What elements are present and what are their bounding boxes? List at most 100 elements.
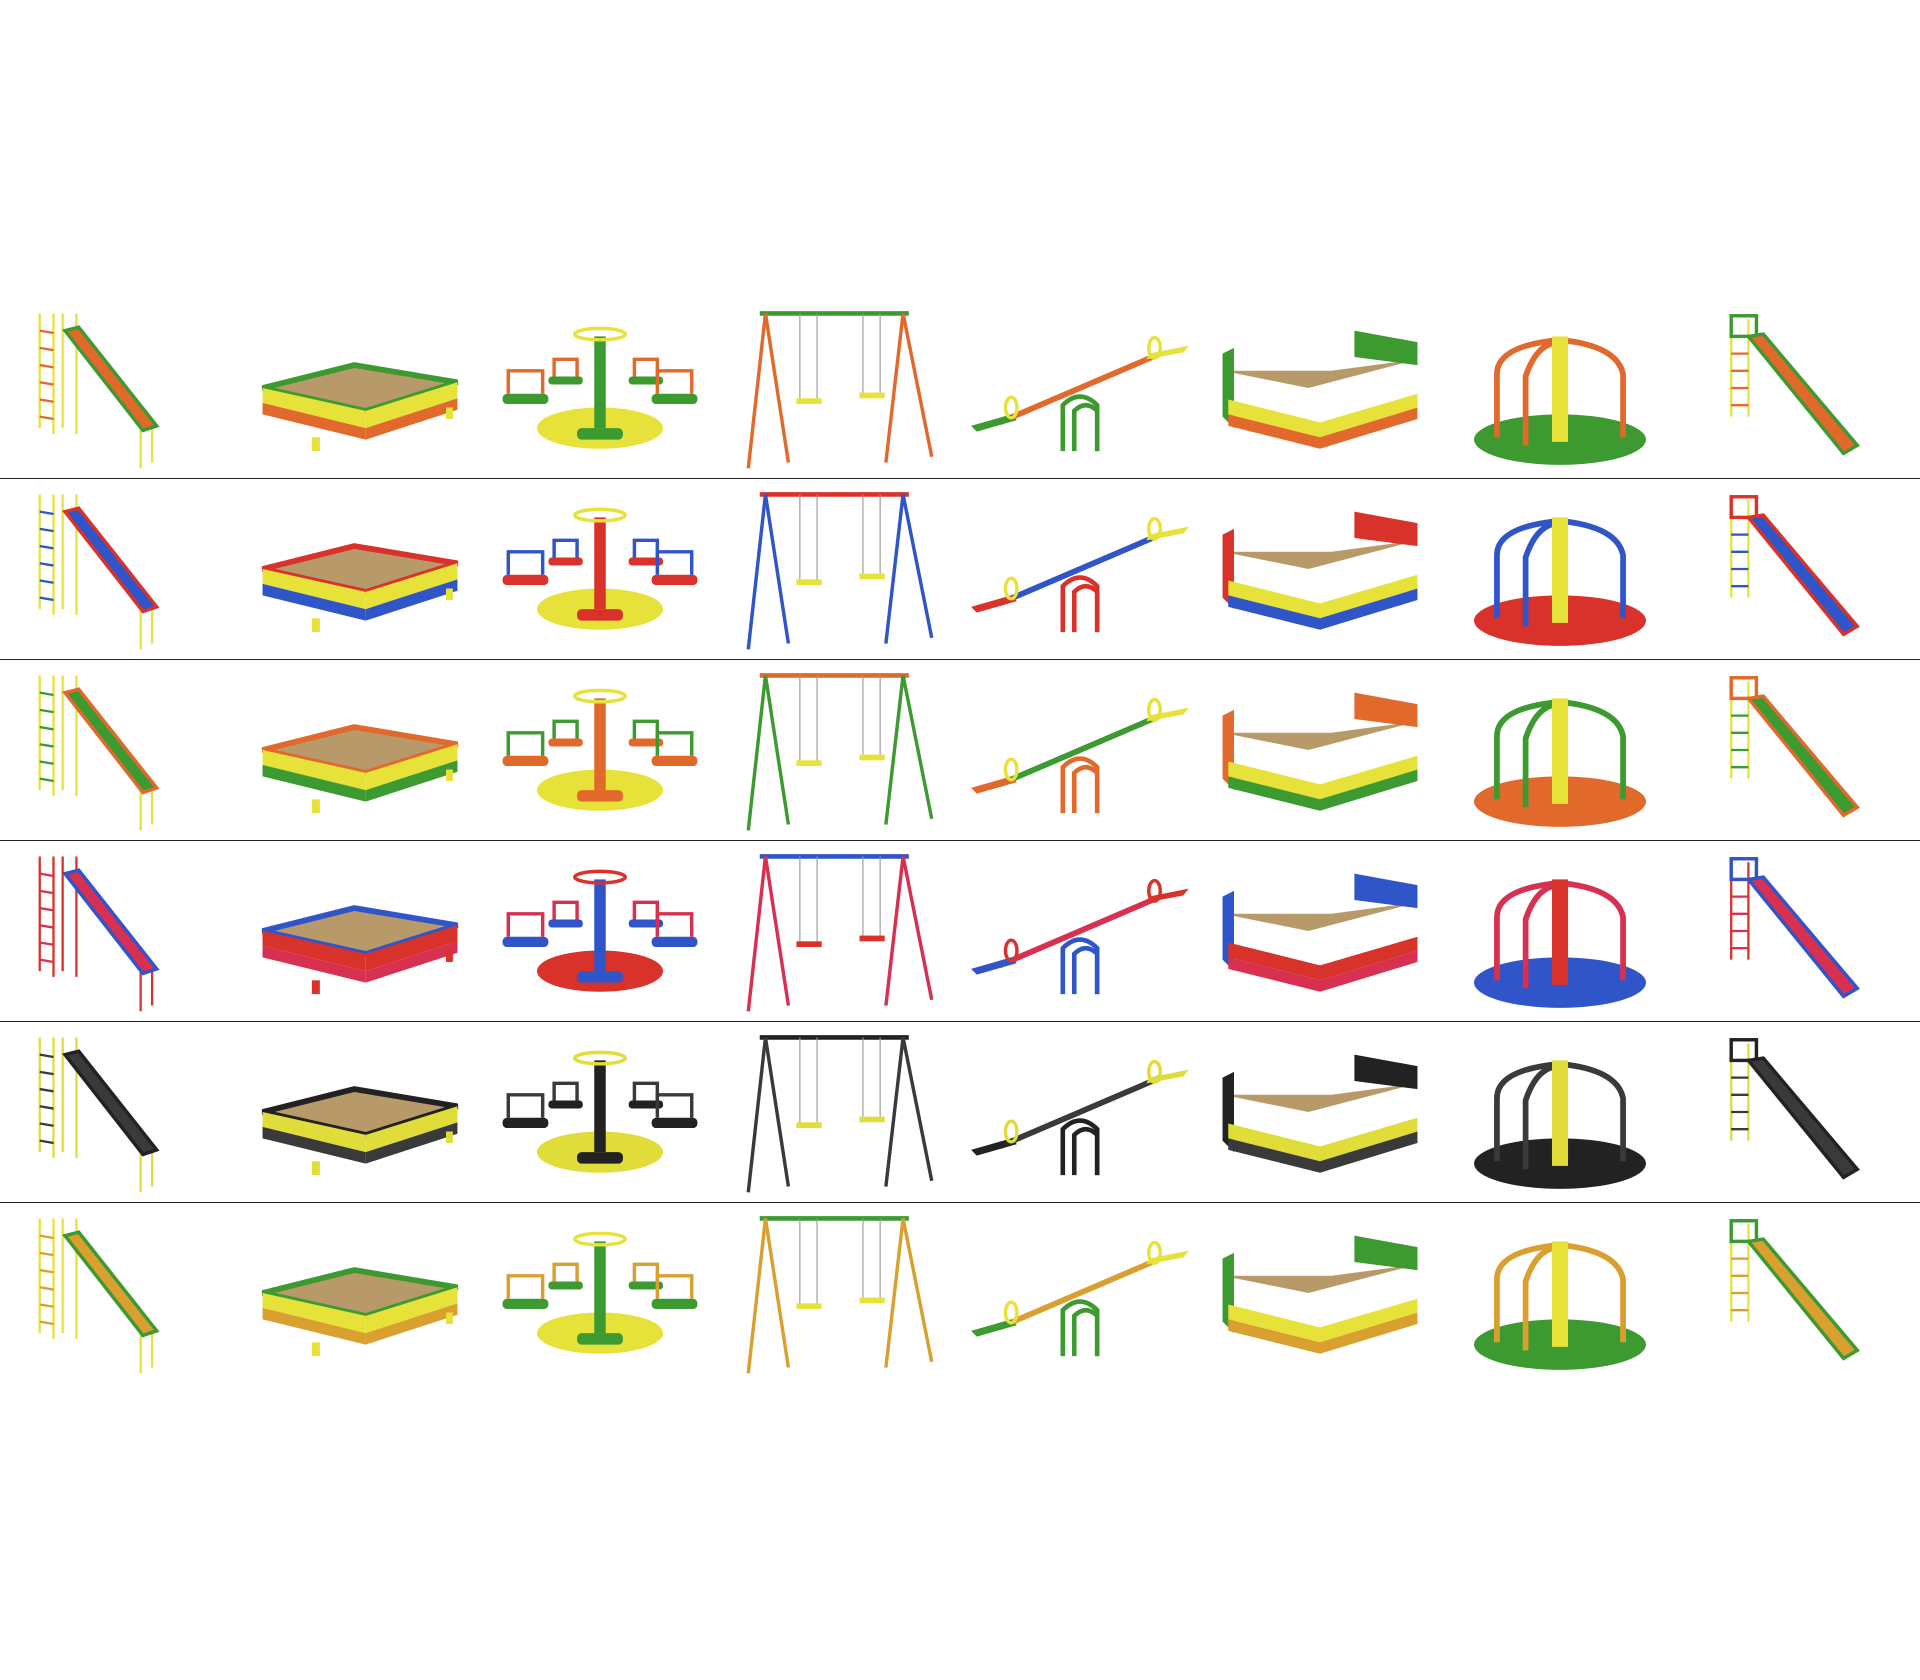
swing-set-image — [720, 1022, 960, 1202]
slide-image — [0, 841, 240, 1021]
sandbox-with-benches-illustration — [1222, 692, 1418, 811]
slide-image — [0, 1203, 240, 1383]
carousel-with-seats-illustration — [502, 869, 698, 992]
equipment-row-blue-red-pink — [0, 840, 1920, 1021]
sandbox-illustration — [261, 724, 459, 814]
swing-set-illustration — [746, 311, 934, 469]
seesaw-illustration — [971, 1059, 1189, 1176]
slide-compact-illustration — [1729, 676, 1860, 818]
slide-compact-image — [1680, 1203, 1920, 1383]
slide-compact-illustration — [1729, 1219, 1860, 1361]
sandbox-with-benches-image — [1200, 479, 1440, 659]
sandbox-image — [240, 660, 480, 840]
merry-go-round-illustration — [1474, 336, 1646, 465]
swing-set-image — [720, 479, 960, 659]
sandbox-with-benches-illustration — [1222, 1235, 1418, 1354]
carousel-with-seats-illustration — [502, 326, 698, 449]
slide-illustration — [38, 494, 160, 650]
merry-go-round-illustration — [1474, 517, 1646, 646]
carousel-with-seats-illustration — [502, 1231, 698, 1354]
slide-compact-image — [1680, 298, 1920, 478]
seesaw-illustration — [971, 697, 1189, 814]
sandbox-with-benches-image — [1200, 1203, 1440, 1383]
slide-compact-image — [1680, 841, 1920, 1021]
slide-illustration — [38, 1037, 160, 1193]
merry-go-round-image — [1440, 479, 1680, 659]
carousel-with-seats-image — [480, 298, 720, 478]
sandbox-with-benches-image — [1200, 841, 1440, 1021]
merry-go-round-illustration — [1474, 879, 1646, 1008]
slide-compact-image — [1680, 1022, 1920, 1202]
sandbox-with-benches-illustration — [1222, 511, 1418, 630]
equipment-row-red-yellow-blue — [0, 478, 1920, 659]
carousel-with-seats-image — [480, 479, 720, 659]
seesaw-image — [960, 479, 1200, 659]
slide-illustration — [38, 675, 160, 831]
slide-illustration — [38, 1218, 160, 1374]
merry-go-round-image — [1440, 298, 1680, 478]
sandbox-image — [240, 1203, 480, 1383]
slide-compact-image — [1680, 660, 1920, 840]
sandbox-with-benches-illustration — [1222, 1054, 1418, 1173]
seesaw-image — [960, 1203, 1200, 1383]
carousel-with-seats-image — [480, 841, 720, 1021]
equipment-row-black-yellow — [0, 1021, 1920, 1202]
slide-image — [0, 660, 240, 840]
merry-go-round-illustration — [1474, 698, 1646, 827]
sandbox-illustration — [261, 362, 459, 452]
sandbox-image — [240, 1022, 480, 1202]
merry-go-round-image — [1440, 660, 1680, 840]
sandbox-image — [240, 298, 480, 478]
swing-set-illustration — [746, 492, 934, 650]
sandbox-with-benches-illustration — [1222, 330, 1418, 449]
slide-compact-image — [1680, 479, 1920, 659]
swing-set-illustration — [746, 673, 934, 831]
sandbox-with-benches-illustration — [1222, 873, 1418, 992]
swing-set-illustration — [746, 1216, 934, 1374]
sandbox-illustration — [261, 1086, 459, 1176]
swing-set-image — [720, 1203, 960, 1383]
seesaw-illustration — [971, 335, 1189, 452]
swing-set-image — [720, 660, 960, 840]
equipment-row-green-yellow-orange — [0, 298, 1920, 478]
slide-image — [0, 298, 240, 478]
slide-illustration — [38, 313, 160, 469]
carousel-with-seats-illustration — [502, 688, 698, 811]
equipment-grid — [0, 298, 1920, 1383]
slide-compact-illustration — [1729, 857, 1860, 999]
swing-set-illustration — [746, 854, 934, 1012]
sandbox-with-benches-image — [1200, 660, 1440, 840]
seesaw-image — [960, 1022, 1200, 1202]
carousel-with-seats-image — [480, 660, 720, 840]
carousel-with-seats-image — [480, 1022, 720, 1202]
slide-illustration — [38, 856, 160, 1012]
merry-go-round-illustration — [1474, 1241, 1646, 1370]
merry-go-round-image — [1440, 1022, 1680, 1202]
sandbox-illustration — [261, 1267, 459, 1357]
slide-compact-illustration — [1729, 314, 1860, 456]
seesaw-image — [960, 841, 1200, 1021]
carousel-with-seats-illustration — [502, 507, 698, 630]
seesaw-illustration — [971, 1240, 1189, 1357]
carousel-with-seats-image — [480, 1203, 720, 1383]
sandbox-illustration — [261, 543, 459, 633]
equipment-row-orange-yellow-green — [0, 659, 1920, 840]
sandbox-image — [240, 841, 480, 1021]
seesaw-illustration — [971, 516, 1189, 633]
swing-set-image — [720, 841, 960, 1021]
seesaw-illustration — [971, 878, 1189, 995]
slide-image — [0, 1022, 240, 1202]
swing-set-illustration — [746, 1035, 934, 1193]
slide-compact-illustration — [1729, 1038, 1860, 1180]
seesaw-image — [960, 660, 1200, 840]
merry-go-round-image — [1440, 841, 1680, 1021]
slide-image — [0, 479, 240, 659]
equipment-row-green-yellow-ochre — [0, 1202, 1920, 1383]
swing-set-image — [720, 298, 960, 478]
sandbox-illustration — [261, 905, 459, 995]
seesaw-image — [960, 298, 1200, 478]
sandbox-with-benches-image — [1200, 298, 1440, 478]
sandbox-with-benches-image — [1200, 1022, 1440, 1202]
sandbox-image — [240, 479, 480, 659]
merry-go-round-illustration — [1474, 1060, 1646, 1189]
